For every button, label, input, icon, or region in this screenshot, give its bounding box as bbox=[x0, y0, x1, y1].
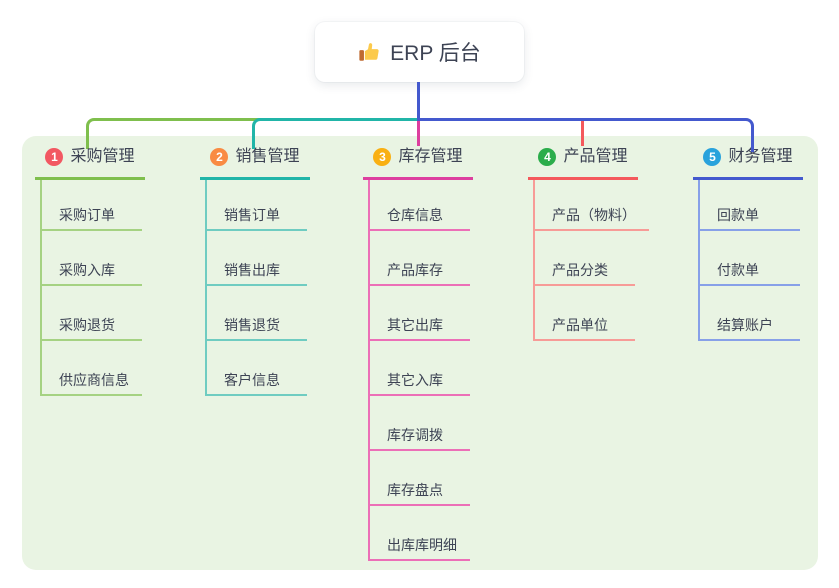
connector-branch-4 bbox=[581, 121, 584, 146]
connector-branch-2 bbox=[252, 118, 423, 149]
mindmap-node[interactable]: 付款单 bbox=[700, 261, 800, 286]
branch-node-product[interactable]: 4 产品管理 bbox=[528, 146, 638, 180]
root-node[interactable]: ERP 后台 bbox=[315, 22, 524, 82]
branch-title: 采购管理 bbox=[70, 148, 135, 165]
branch-number-badge: 2 bbox=[210, 148, 229, 166]
mindmap-node[interactable]: 其它出库 bbox=[370, 316, 470, 341]
mindmap-node[interactable]: 销售出库 bbox=[207, 261, 307, 286]
branch-number-badge: 1 bbox=[45, 148, 64, 166]
root-node-label: ERP 后台 bbox=[390, 42, 481, 65]
mindmap-node[interactable]: 供应商信息 bbox=[42, 371, 142, 396]
branch-children-product: 产品（物料） 产品分类 产品单位 bbox=[533, 180, 649, 341]
mindmap-background bbox=[22, 136, 818, 570]
connector-root bbox=[417, 82, 420, 121]
mindmap-node[interactable]: 库存调拨 bbox=[370, 426, 470, 451]
thumbs-up-icon bbox=[358, 41, 380, 63]
mindmap-node[interactable]: 客户信息 bbox=[207, 371, 307, 396]
mindmap-node[interactable]: 产品分类 bbox=[535, 261, 635, 286]
mindmap-node[interactable]: 出库库明细 bbox=[370, 536, 470, 561]
mindmap-node[interactable]: 仓库信息 bbox=[370, 206, 470, 231]
branch-children-sales: 销售订单 销售出库 销售退货 客户信息 bbox=[205, 180, 307, 396]
mindmap-node[interactable]: 销售退货 bbox=[207, 316, 307, 341]
branch-node-finance[interactable]: 5 财务管理 bbox=[693, 146, 803, 180]
mindmap-node[interactable]: 产品单位 bbox=[535, 316, 635, 341]
mindmap-node[interactable]: 采购订单 bbox=[42, 206, 142, 231]
connector-branch-3 bbox=[417, 121, 420, 146]
mindmap-node[interactable]: 采购入库 bbox=[42, 261, 142, 286]
branch-number-badge: 3 bbox=[373, 148, 392, 166]
mindmap-node[interactable]: 采购退货 bbox=[42, 316, 142, 341]
branch-title: 产品管理 bbox=[563, 148, 628, 165]
branch-node-inventory[interactable]: 3 库存管理 bbox=[363, 146, 473, 180]
mindmap-node[interactable]: 产品（物料） bbox=[535, 206, 649, 231]
mindmap-node[interactable]: 库存盘点 bbox=[370, 481, 470, 506]
branch-children-finance: 回款单 付款单 结算账户 bbox=[698, 180, 800, 341]
branch-number-badge: 4 bbox=[538, 148, 557, 166]
mindmap-node[interactable]: 结算账户 bbox=[700, 316, 800, 341]
mindmap-node[interactable]: 产品库存 bbox=[370, 261, 470, 286]
branch-title: 销售管理 bbox=[235, 148, 300, 165]
mindmap-node[interactable]: 销售订单 bbox=[207, 206, 307, 231]
branch-title: 财务管理 bbox=[728, 148, 793, 165]
branch-children-inventory: 仓库信息 产品库存 其它出库 其它入库 库存调拨 库存盘点 出库库明细 bbox=[368, 180, 470, 561]
branch-number-badge: 5 bbox=[703, 148, 722, 166]
mindmap-node[interactable]: 回款单 bbox=[700, 206, 800, 231]
branch-children-purchase: 采购订单 采购入库 采购退货 供应商信息 bbox=[40, 180, 142, 396]
branch-node-sales[interactable]: 2 销售管理 bbox=[200, 146, 310, 180]
branch-title: 库存管理 bbox=[398, 148, 463, 165]
connector-branch-5 bbox=[417, 118, 754, 152]
branch-node-purchase[interactable]: 1 采购管理 bbox=[35, 146, 145, 180]
mindmap-node[interactable]: 其它入库 bbox=[370, 371, 470, 396]
